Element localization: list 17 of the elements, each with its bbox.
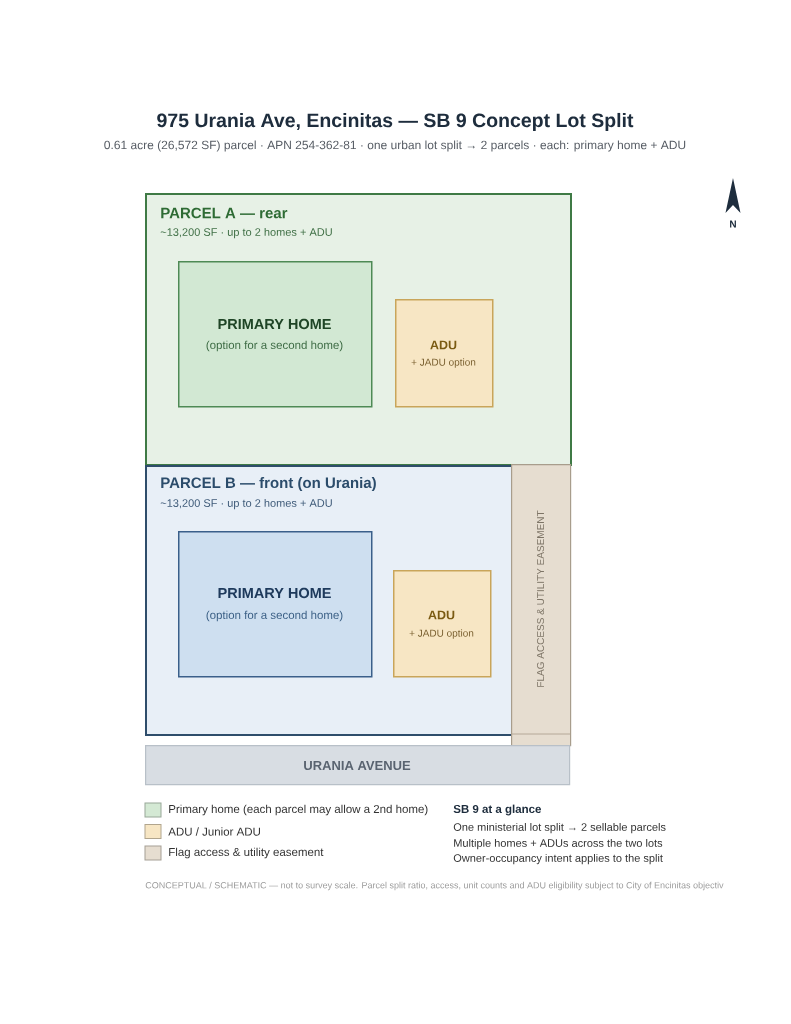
legend-text: ADU / Junior ADU [168, 827, 260, 836]
sidebar-heading: SB 9 at a glance [453, 804, 541, 816]
home-footprint: PRIMARY HOME (option for a second home) [178, 531, 373, 678]
legend-text: Primary home (each parcel may allow a 2nd home) [169, 804, 428, 816]
note-line: One ministerial lot split → 2 sellable parcels [453, 822, 666, 834]
adu-footprint: ADU + JADU option [393, 570, 492, 678]
legend-text: Flag access & utility easement [169, 847, 324, 859]
title: 975 Urania Ave, Encinitas — SB 9 Concept Lot Split [157, 112, 634, 132]
compass-letter: N [730, 220, 736, 228]
home-footprint: PRIMARY HOME (option for a second home) [178, 261, 373, 408]
note-line: Multiple homes + ADUs across the two lots [454, 838, 663, 850]
note-line: Owner-occupancy intent applies to the split [453, 853, 663, 865]
easement-strip: FLAG ACCESS & UTILITY EASEMENT [510, 464, 572, 747]
adu-footprint: ADU + JADU option [395, 299, 494, 408]
street-band: URANIA AVENUE [145, 745, 571, 786]
disclaimer-note: CONCEPTUAL / SCHEMATIC — not to survey scale. Parcel split ratio, access, unit counts and ADU eligibility subject to City of Encinitas objectiv [145, 881, 724, 891]
subtitle: 0.61 acre (26,572 SF) parcel · APN 254-362-81 · one urban lot split → 2 parcels · each: primary home + ADU [104, 140, 686, 152]
